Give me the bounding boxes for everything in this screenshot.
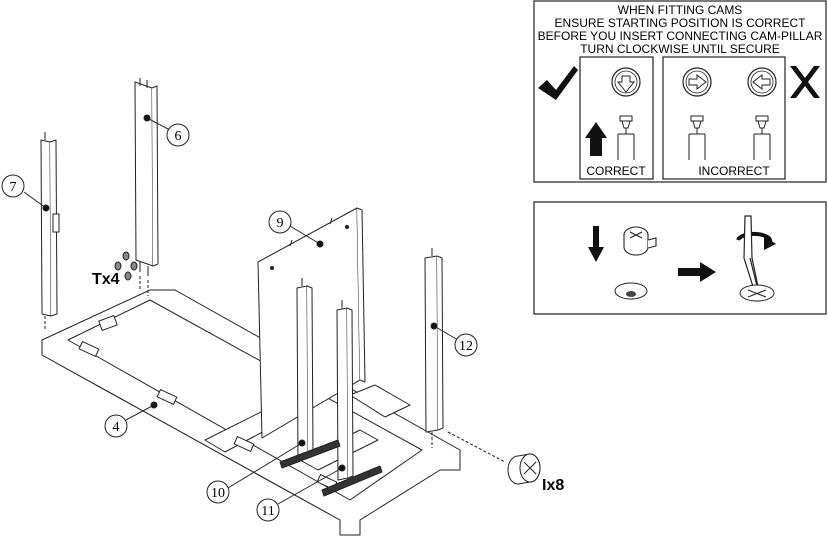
part-4-label: 4 xyxy=(113,420,120,435)
cam-pillar-correct xyxy=(617,115,635,160)
assembly-drawing xyxy=(40,78,541,536)
cross-icon xyxy=(790,66,820,98)
part-11-label: 11 xyxy=(261,504,274,519)
cam-pillar-incorrect-2 xyxy=(753,115,771,160)
cam-fitting-box xyxy=(533,201,827,315)
cam-lock-icon xyxy=(623,226,657,256)
cam-incorrect-left-icon xyxy=(747,67,777,97)
rail-10 xyxy=(279,439,341,469)
cam-pillar-incorrect-1 xyxy=(688,115,706,160)
arrow-right-icon xyxy=(678,262,716,282)
leg-10 xyxy=(296,278,314,461)
part-12-label: 12 xyxy=(459,339,473,354)
leg-7 xyxy=(40,132,60,330)
instruction-line-4: TURN CLOCKWISE UNTIL SECURE xyxy=(580,42,780,56)
checkmark-icon xyxy=(538,66,578,100)
part-4-marker xyxy=(104,414,128,438)
instruction-line-1: WHEN FITTING CAMS xyxy=(618,3,743,17)
part-12-marker xyxy=(454,333,478,357)
arrow-down-icon xyxy=(588,226,604,262)
cam-correct-icon xyxy=(611,67,641,97)
rail-11 xyxy=(321,465,383,497)
cam-lock-quantity: Ix8 xyxy=(542,477,564,494)
cam-pins xyxy=(114,251,138,281)
part-7-label: 7 xyxy=(10,180,17,195)
cam-hole xyxy=(614,282,648,300)
cam-instruction-box: WHEN FITTING CAMS ENSURE STARTING POSITI… xyxy=(533,0,827,183)
leg-11 xyxy=(336,300,354,481)
instruction-line-2: ENSURE STARTING POSITION IS CORRECT xyxy=(555,16,807,30)
instruction-line-3: BEFORE YOU INSERT CONNECTING CAM-PILLAR xyxy=(538,29,823,43)
part-11-marker xyxy=(256,498,280,522)
arrow-up-icon xyxy=(585,122,607,156)
part-9-label: 9 xyxy=(277,216,284,231)
part-7-marker xyxy=(1,174,25,198)
incorrect-label: INCORRECT xyxy=(698,164,770,178)
callouts xyxy=(1,114,478,522)
rotate-clockwise-icon xyxy=(736,231,776,250)
part-9-marker xyxy=(268,210,292,234)
cam-in-hole xyxy=(739,284,775,302)
leg-6 xyxy=(134,78,159,276)
leg-12 xyxy=(424,248,444,448)
part-6-label: 6 xyxy=(175,129,182,144)
correct-label: CORRECT xyxy=(586,164,646,178)
cam-incorrect-right-icon xyxy=(682,67,712,97)
base-frame xyxy=(41,289,461,536)
part-6-marker xyxy=(166,123,190,147)
part-10-marker xyxy=(206,480,230,504)
cam-lock-hardware xyxy=(507,453,541,485)
cam-pin-quantity: Tx4 xyxy=(92,271,120,288)
part-10-label: 10 xyxy=(211,486,225,501)
